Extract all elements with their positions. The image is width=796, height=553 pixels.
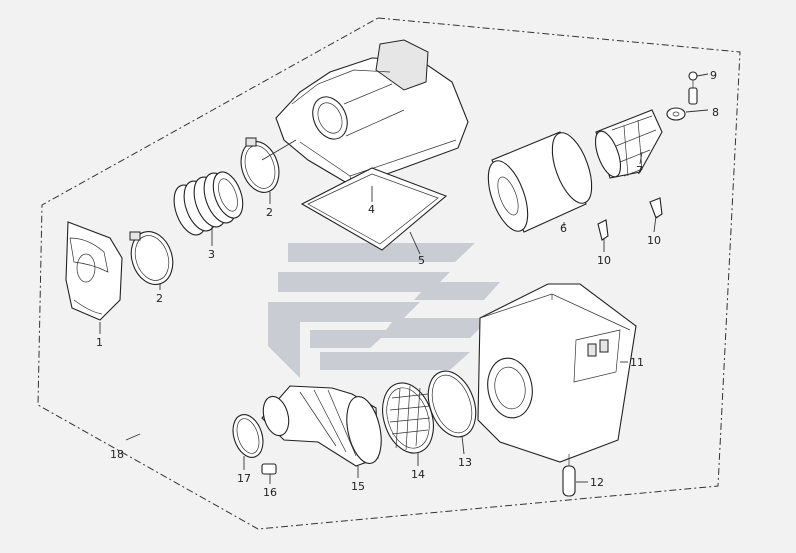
callout-numbers: 1 2 3 2 4 5 6 7 8 9 10 10 11 12 13 14 15…	[96, 69, 719, 499]
callout-2-upper: 2	[266, 206, 273, 219]
part-drain-plug	[261, 463, 277, 475]
callout-12: 12	[590, 476, 604, 489]
part-clip-right	[649, 197, 663, 219]
callout-16: 16	[263, 486, 277, 499]
part-hose-clamp-lower	[232, 414, 264, 458]
part-filter-cage	[594, 109, 663, 179]
callout-14: 14	[411, 468, 425, 481]
callout-10-left: 10	[597, 254, 611, 267]
part-cover-gasket	[300, 167, 448, 251]
callout-7: 7	[636, 164, 643, 177]
part-screw	[688, 71, 698, 105]
callout-10-right: 10	[647, 234, 661, 247]
watermark-logo	[268, 243, 500, 378]
part-clip-left	[597, 219, 609, 241]
part-hose-clamp-left	[129, 231, 174, 285]
callout-17: 17	[237, 472, 251, 485]
part-filter-case	[477, 283, 637, 463]
part-filter-element	[487, 131, 593, 233]
callout-8: 8	[712, 106, 719, 119]
callout-18: 18	[110, 448, 124, 461]
part-washer	[666, 107, 686, 121]
callout-6: 6	[560, 222, 567, 235]
part-intake-adapter	[261, 385, 382, 467]
callout-5: 5	[418, 254, 425, 267]
part-hose-clamp-upper	[240, 137, 280, 193]
leader-lines	[99, 73, 709, 484]
callout-1: 1	[96, 336, 103, 349]
part-intake-duct	[65, 221, 123, 321]
callout-4: 4	[368, 203, 375, 216]
part-case-clamp	[427, 370, 477, 438]
part-bellows-hose	[173, 171, 244, 236]
callout-3: 3	[208, 248, 215, 261]
callout-13: 13	[458, 456, 472, 469]
callout-9: 9	[710, 69, 717, 82]
assembly-boundary	[37, 17, 741, 530]
callout-2-left: 2	[156, 292, 163, 305]
callout-15: 15	[351, 480, 365, 493]
part-mesh-screen	[382, 382, 434, 454]
part-filter-cover	[275, 39, 469, 187]
callout-11: 11	[630, 356, 644, 369]
part-drain-tube	[562, 454, 576, 497]
